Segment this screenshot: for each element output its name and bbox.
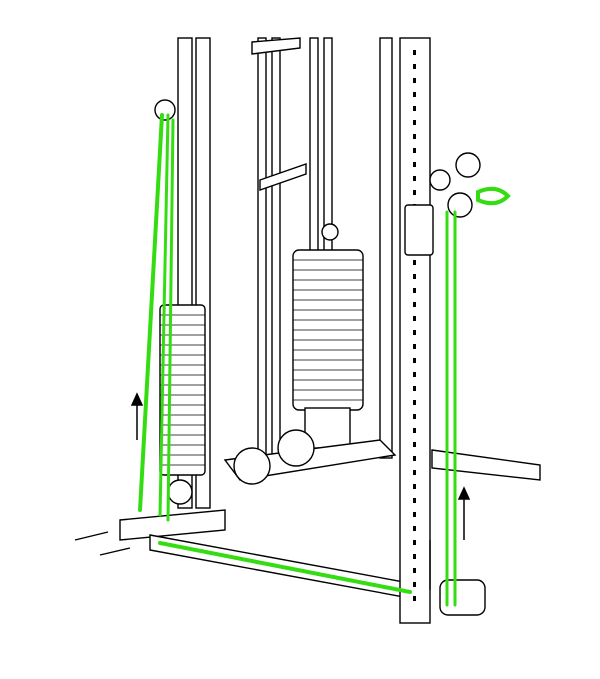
pulley [154, 99, 176, 121]
upright-hole [413, 190, 416, 195]
upright-hole [413, 372, 416, 377]
upright-hole [413, 134, 416, 139]
upright-hole [413, 288, 416, 293]
cable-bottom [158, 541, 412, 594]
bolts [74, 531, 431, 590]
middle-upright [257, 37, 267, 459]
pulley [455, 152, 481, 178]
floor-bar [431, 449, 541, 481]
arrow-up-icon [130, 392, 144, 440]
upright-hole [413, 456, 416, 461]
middle-upright [323, 37, 333, 279]
cable-left [166, 118, 175, 522]
upright-hole [413, 344, 416, 349]
upright-hole [413, 442, 416, 447]
upright-hole [413, 428, 416, 433]
back-upright [379, 37, 393, 459]
pulley [277, 429, 315, 467]
direction-arrows [130, 392, 471, 540]
cable-left [138, 113, 164, 512]
upright-hole [413, 316, 416, 321]
middle-upright [271, 37, 281, 459]
upright-hole [413, 120, 416, 125]
upright-hole [413, 162, 416, 167]
upright-hole [413, 582, 416, 587]
upright-hole [413, 50, 416, 55]
upright-hole [413, 274, 416, 279]
upright-hole [413, 526, 416, 531]
upright-hole [413, 568, 416, 573]
pulley [233, 447, 271, 485]
center-weight-stack [292, 223, 364, 449]
upright-hole [413, 302, 416, 307]
upright-hole [413, 470, 416, 475]
upright-hole [413, 540, 416, 545]
upright-hole [413, 176, 416, 181]
pulley [167, 479, 193, 505]
pulley [429, 169, 451, 191]
cable-highlights [138, 113, 511, 607]
upright-hole [413, 498, 416, 503]
upright-hole [413, 64, 416, 69]
pulley [447, 192, 473, 218]
cable-left [158, 113, 170, 517]
handle [476, 186, 511, 206]
upright-hole [413, 512, 416, 517]
middle-upright [309, 37, 319, 279]
arrow-up-icon [457, 486, 471, 540]
upright-hole [413, 78, 416, 83]
frame-drawing [74, 37, 541, 624]
bottom-pulley-housing [439, 579, 486, 616]
upright-hole [413, 260, 416, 265]
upright-hole [413, 554, 416, 559]
crossbar [251, 37, 301, 55]
upright-hole [413, 92, 416, 97]
upright-hole [413, 400, 416, 405]
upright-hole [413, 330, 416, 335]
upright-hole [413, 386, 416, 391]
left-weight-stack [159, 304, 206, 476]
upright-hole [413, 484, 416, 489]
trolley [404, 204, 434, 256]
floor-bar [119, 509, 226, 541]
upright-hole [413, 106, 416, 111]
upright-hole [413, 596, 416, 601]
upright-hole [413, 414, 416, 419]
crossbar [259, 163, 307, 191]
upright-hole [413, 358, 416, 363]
upright-hole [413, 148, 416, 153]
